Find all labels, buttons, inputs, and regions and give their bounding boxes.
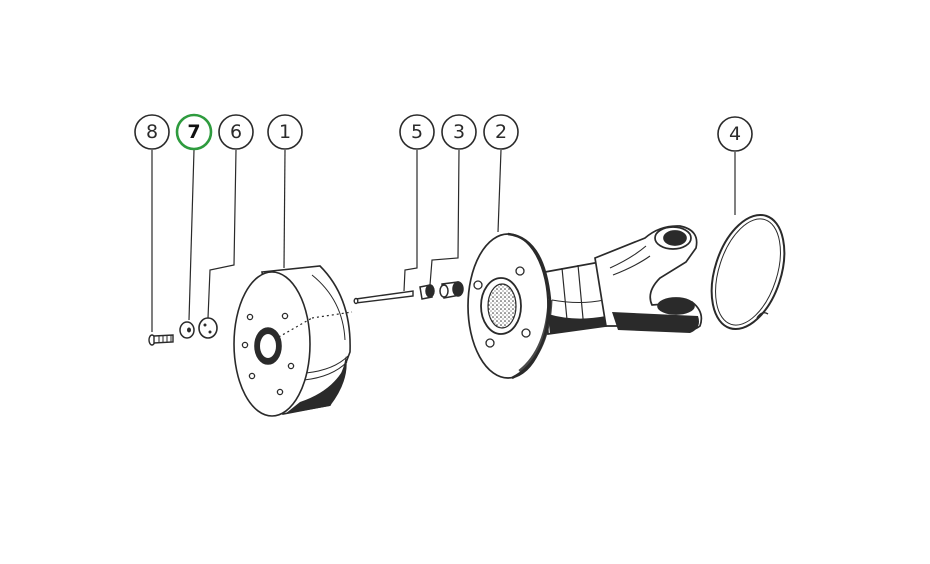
leader-line-3 (429, 149, 460, 286)
callout-1[interactable]: 1 (267, 114, 303, 150)
leader-line-7 (188, 149, 195, 321)
leader-line-2 (497, 149, 502, 233)
leader-line-1 (283, 149, 286, 269)
part-snap-ring[interactable] (698, 206, 797, 339)
callout-2-label: 2 (495, 121, 507, 143)
part-washer[interactable] (179, 321, 195, 339)
callout-7[interactable]: 7 (175, 113, 213, 151)
callout-8[interactable]: 8 (134, 114, 170, 150)
callout-6[interactable]: 6 (218, 114, 254, 150)
part-screw[interactable] (148, 334, 174, 346)
part-hub[interactable] (233, 265, 353, 417)
callout-5[interactable]: 5 (399, 114, 435, 150)
leader-line-6 (207, 149, 237, 319)
callouts: 8 7 6 1 5 3 2 4 (134, 113, 753, 152)
leader-line-5 (403, 150, 418, 292)
callout-3[interactable]: 3 (441, 114, 477, 150)
callout-1-label: 1 (279, 121, 291, 143)
part-pin[interactable] (353, 290, 414, 305)
callout-3-label: 3 (453, 121, 465, 143)
callout-7-label: 7 (187, 121, 200, 143)
flange-bearing (480, 277, 522, 335)
callout-4-label: 4 (729, 123, 741, 145)
part-yoke-flange[interactable] (467, 225, 703, 380)
hub-spline-bore (254, 327, 282, 365)
callout-5-label: 5 (411, 121, 423, 143)
selection-ring (175, 113, 213, 151)
callout-8-label: 8 (146, 121, 158, 143)
leader-lines (151, 149, 736, 332)
callout-4[interactable]: 4 (717, 116, 753, 152)
part-sleeve[interactable] (419, 281, 464, 300)
callout-2[interactable]: 2 (483, 114, 519, 150)
callout-6-label: 6 (230, 121, 242, 143)
part-disc[interactable] (198, 317, 218, 339)
